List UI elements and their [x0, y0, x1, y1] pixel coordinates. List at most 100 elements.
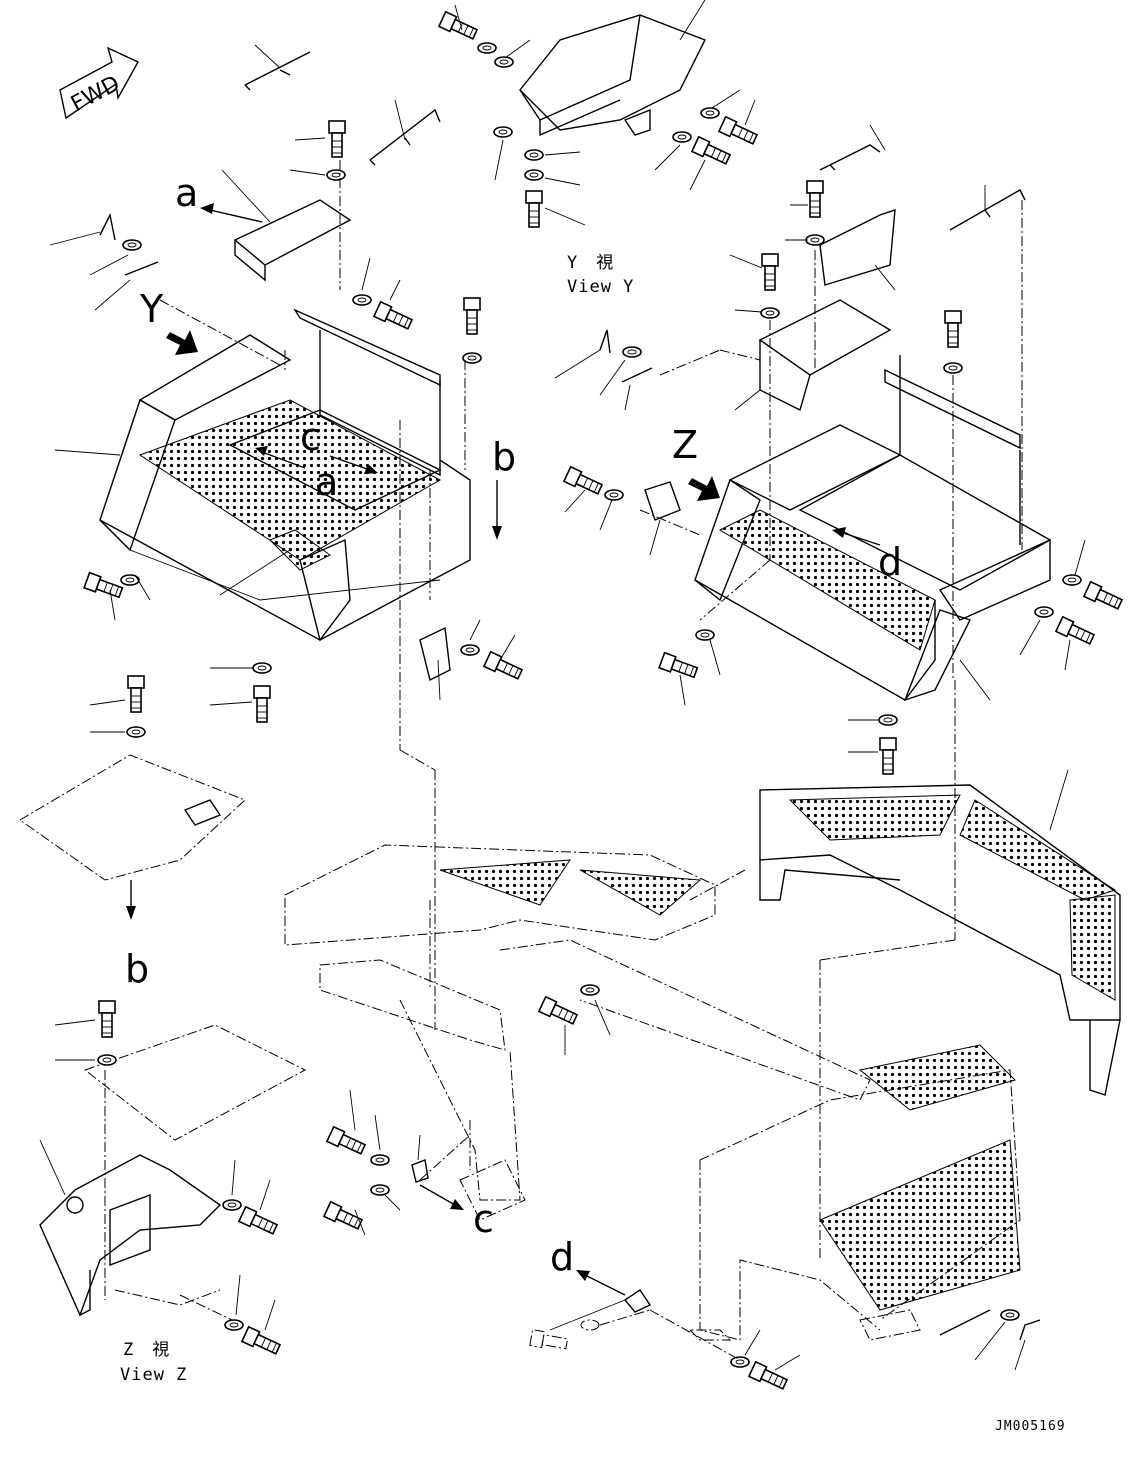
bolt-icon	[691, 136, 733, 168]
washer-icon	[730, 1356, 750, 1368]
view-y-arrow-label: Y	[139, 287, 164, 331]
ref-label-d-bottom: d	[550, 1235, 574, 1279]
clip-part	[623, 1289, 652, 1313]
lock-pin	[599, 329, 611, 354]
nut-icon	[493, 126, 513, 138]
ref-label-d-mid: d	[878, 540, 902, 584]
bolt-icon	[761, 253, 779, 291]
left-cover-box	[99, 308, 471, 642]
drawing-code: JM005169	[995, 1419, 1066, 1434]
view-z-arrow-label: Z	[672, 423, 698, 467]
bolt-icon	[253, 685, 271, 723]
bolt-icon	[463, 297, 481, 335]
ref-arrows	[126, 203, 881, 1296]
bolt-icon	[328, 120, 346, 158]
washer-icon	[524, 169, 544, 181]
bolt-icon	[748, 1361, 790, 1393]
washer-icon	[604, 489, 624, 501]
bolt-icon	[879, 737, 897, 775]
bolt-icon	[127, 675, 145, 713]
view-z-caption-kanji: Z 視	[123, 1340, 170, 1360]
washer-icon	[252, 662, 272, 674]
washer-icon	[462, 352, 482, 364]
ref-label-a-mid: a	[315, 460, 338, 504]
view-y-part	[519, 14, 706, 137]
washer-icon	[224, 1319, 244, 1331]
bolt-icon	[1083, 581, 1125, 613]
center-frame	[284, 844, 1021, 1341]
view-z-arrow	[688, 476, 720, 501]
pin-rod	[124, 261, 159, 276]
bolt-icon	[83, 571, 125, 601]
leader-lines	[39, 0, 1086, 1371]
washer-icon	[97, 1054, 117, 1066]
pin-rod	[939, 1309, 991, 1336]
bolt-icon	[483, 651, 525, 683]
ref-label-b-left: b	[125, 947, 149, 991]
washer-icon	[126, 726, 146, 738]
washer-icon	[943, 362, 963, 374]
right-side-cover	[759, 784, 1121, 1096]
right-cover-box	[694, 299, 1052, 702]
bolt-icon	[525, 190, 543, 228]
lock-pin	[99, 212, 116, 241]
wire-clip	[949, 189, 1026, 231]
bolt-icon	[806, 180, 824, 218]
washer-dashed	[580, 1319, 600, 1331]
bolt-icon	[538, 996, 580, 1028]
washer-icon	[878, 714, 898, 726]
fwd-text: FWD	[67, 71, 124, 117]
view-y-caption-kanji: Y 視	[567, 253, 614, 273]
washer-icon	[1034, 606, 1054, 618]
clip-part	[419, 626, 451, 682]
floor-plate-left	[19, 754, 246, 881]
bracket-plate-top-left	[233, 199, 352, 282]
view-y-caption: View Y	[567, 277, 634, 297]
view-z-caption: View Z	[120, 1365, 187, 1385]
nut-icon	[524, 149, 544, 161]
washer-icon	[1000, 1309, 1020, 1321]
washer-icon	[695, 629, 715, 641]
alignment-lines	[104, 160, 1023, 1361]
washer-icon	[805, 234, 825, 246]
bolt-icon	[238, 1206, 280, 1238]
bolt-icon	[658, 651, 700, 681]
washer-icon	[760, 307, 780, 319]
view-y-arrow	[166, 330, 198, 355]
bolt-icon	[241, 1326, 283, 1358]
lock-pin	[1019, 1319, 1041, 1341]
ref-label-c-mid: c	[300, 415, 321, 459]
nut-icon	[494, 56, 514, 68]
wire-clip	[819, 144, 881, 171]
washer-icon	[1062, 574, 1082, 586]
ref-label-b-right: b	[492, 435, 516, 479]
washer-icon	[122, 239, 142, 251]
washer-icon	[477, 42, 497, 54]
washer-icon	[222, 1199, 242, 1211]
ref-label-a-top: a	[175, 171, 198, 215]
clip-part	[411, 1159, 429, 1183]
right-bracket	[819, 208, 896, 286]
washer-icon	[326, 169, 346, 181]
washer-icon	[700, 107, 720, 119]
bolt-icon	[326, 1126, 368, 1158]
washer-icon	[370, 1154, 390, 1166]
bolt-icon	[98, 1000, 116, 1038]
bolt-icon	[373, 301, 415, 333]
view-z-part	[39, 1024, 307, 1317]
pin-rod	[621, 367, 653, 383]
bolt-icon	[718, 116, 760, 148]
washer-icon	[460, 644, 480, 656]
washer-icon	[622, 346, 642, 358]
washer-icon	[672, 131, 692, 143]
ref-label-c-bottom: c	[473, 1197, 494, 1241]
washer-icon	[370, 1184, 390, 1196]
washer-icon	[352, 294, 372, 306]
cover-plate	[644, 481, 681, 521]
bolt-icon	[944, 310, 962, 348]
wire-clip	[244, 51, 311, 91]
bolt-icon	[1055, 616, 1097, 648]
bolt-icon-dashed	[529, 1329, 569, 1350]
washer-icon	[580, 984, 600, 996]
